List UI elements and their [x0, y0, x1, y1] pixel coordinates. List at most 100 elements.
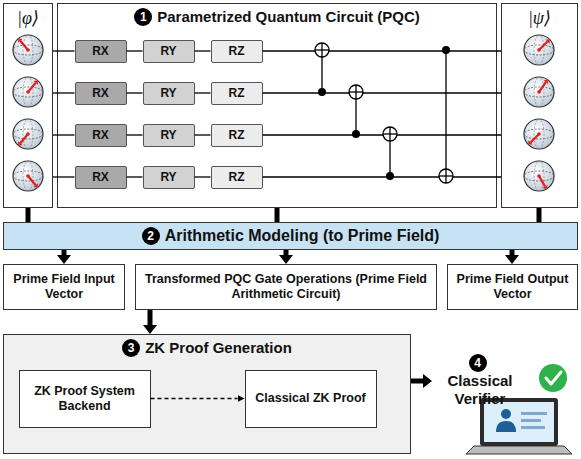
node-label: RZ — [229, 86, 245, 100]
bloch-sphere — [13, 35, 43, 65]
node-label: Prime Field Input Vector — [13, 272, 114, 301]
text-block: RX — [88, 86, 113, 100]
text-block: RY — [156, 86, 180, 100]
text-block: RZ — [225, 86, 249, 100]
qubit-wire — [127, 92, 143, 93]
zk-panel: 3 ZK Proof Generation ZK Proof System Back… — [3, 334, 411, 454]
rotation-gate: RX — [75, 124, 127, 147]
bloch-sphere — [524, 35, 554, 65]
rotation-gate: RY — [143, 166, 195, 189]
process-box: Classical ZK Proof — [245, 370, 377, 428]
text-block: |φ⟩ — [13, 8, 43, 30]
bloch-sphere — [13, 161, 43, 191]
node-label: Transformed PQC Gate Operations (Prime F… — [145, 272, 427, 301]
qubit-wire — [127, 50, 143, 51]
bloch-sphere — [13, 77, 43, 107]
check-badge — [539, 364, 567, 392]
flow-arrow — [148, 310, 153, 325]
node-label: RY — [160, 44, 176, 58]
flow-arrow — [510, 250, 515, 255]
qubit-wire — [127, 176, 143, 177]
bloch-sphere — [524, 161, 554, 191]
node-label: RX — [92, 170, 109, 184]
process-box: Prime Field Output Vector — [447, 264, 578, 310]
qubit-wire — [195, 50, 211, 51]
flow-arrow — [275, 208, 280, 222]
flow-arrow — [284, 250, 289, 255]
cnot-gate — [315, 43, 329, 96]
process-box: Transformed PQC Gate Operations (Prime F… — [135, 264, 437, 310]
step-number: 3 — [122, 339, 140, 357]
bloch-sphere — [13, 119, 43, 149]
cnot-gate — [439, 46, 453, 183]
arithmetic-band: 2 Arithmetic Modeling (to Prime Field) — [3, 222, 578, 250]
rotation-gate: RX — [75, 166, 127, 189]
node-label: RZ — [229, 44, 245, 58]
node-label: RY — [160, 86, 176, 100]
node-label: RX — [92, 128, 109, 142]
qubit-wire — [263, 50, 502, 51]
rotation-gate: RY — [143, 82, 195, 105]
node-label: ZK Proof System Backend — [34, 384, 135, 413]
qubit-wire — [53, 92, 75, 93]
qubit-wire — [263, 176, 502, 177]
text-block: RY — [156, 44, 180, 58]
text-block: ZK Proof System Backend — [20, 384, 150, 414]
rotation-gate: RZ — [211, 166, 263, 189]
node-label: ZK Proof Generation — [145, 339, 292, 356]
rotation-gate: RX — [75, 82, 127, 105]
text-block: Prime Field Output Vector — [448, 272, 577, 302]
rotation-gate: RZ — [211, 82, 263, 105]
text-block: RX — [88, 128, 113, 142]
step-number: 2 — [142, 227, 160, 245]
text-block: RZ — [225, 44, 249, 58]
node-label: RX — [92, 86, 109, 100]
process-box: Prime Field Input Vector — [3, 264, 125, 310]
node-label: Classical ZK Proof — [255, 391, 365, 405]
step-number: 1 — [134, 8, 152, 26]
text-block: Prime Field Input Vector — [4, 272, 124, 302]
bloch-sphere — [524, 77, 554, 107]
qubit-wire — [53, 50, 75, 51]
flow-arrow — [62, 250, 67, 255]
qubit-wire — [195, 176, 211, 177]
text-block: 2 Arithmetic Modeling (to Prime Field) — [138, 226, 444, 245]
node-label: RX — [92, 44, 109, 58]
qubit-wire — [195, 134, 211, 135]
node-label: Classical Verifier — [447, 372, 512, 407]
text-block: RX — [88, 44, 113, 58]
rotation-gate: RZ — [211, 124, 263, 147]
text-block: RY — [156, 128, 180, 142]
flow-arrow — [537, 208, 542, 222]
qubit-wire — [53, 176, 75, 177]
text-block: RY — [156, 170, 180, 184]
text-block: 1 Parametrized Quantum Circuit (PQC) — [130, 8, 424, 26]
rotation-gate: RY — [143, 124, 195, 147]
text-block: |ψ⟩ — [524, 8, 555, 30]
node-label: Prime Field Output Vector — [457, 272, 569, 301]
text-block: RX — [88, 170, 113, 184]
qubit-wire — [263, 92, 502, 93]
flow-arrow — [411, 379, 423, 384]
step-number: 4 — [469, 354, 487, 372]
node-label: RZ — [229, 170, 245, 184]
node-label: |ψ⟩ — [528, 8, 551, 28]
rotation-gate: RZ — [211, 40, 263, 63]
node-label: RY — [160, 170, 176, 184]
qubit-wire — [263, 134, 502, 135]
text-block: 3 ZK Proof Generation — [118, 339, 296, 357]
rotation-gate: RX — [75, 40, 127, 63]
node-label: Parametrized Quantum Circuit (PQC) — [157, 8, 420, 25]
process-box: ZK Proof System Backend — [19, 370, 151, 428]
panel-fill — [3, 334, 411, 454]
flow-arrow — [26, 208, 31, 222]
cnot-gate — [349, 85, 363, 138]
text-block: Classical ZK Proof — [251, 391, 369, 406]
cnot-gate — [383, 127, 397, 180]
bloch-sphere — [524, 119, 554, 149]
text-block: RZ — [225, 170, 249, 184]
node-label: Arithmetic Modeling (to Prime Field) — [165, 227, 440, 244]
node-label: RZ — [229, 128, 245, 142]
node-label: RY — [160, 128, 176, 142]
qubit-wire — [195, 92, 211, 93]
